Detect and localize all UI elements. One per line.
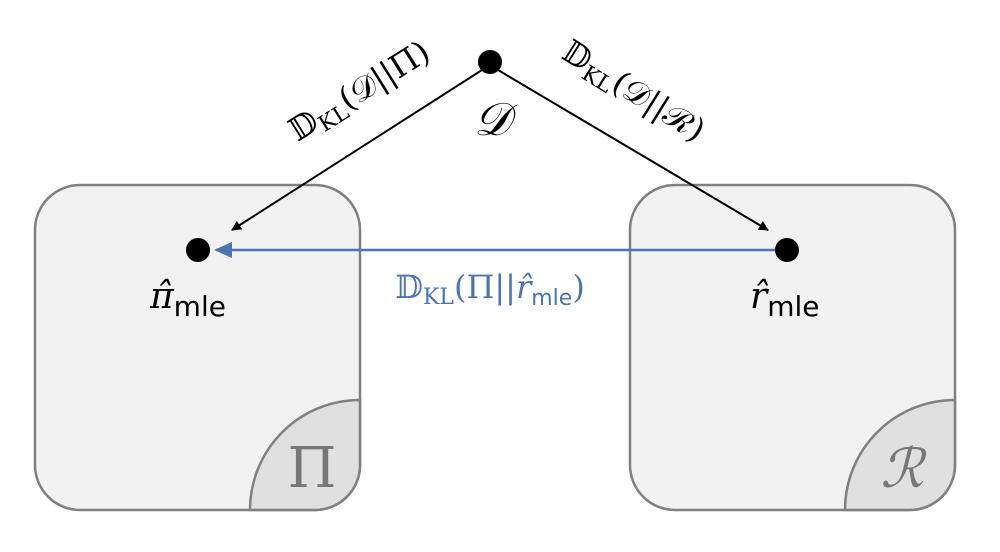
pi-mle-label: π̂mle: [149, 276, 226, 323]
arrow-data-to-r: [497, 69, 769, 231]
arrow-data-to-pi: [231, 69, 483, 231]
policy-set-box: Π: [33, 183, 362, 512]
data-label: 𝒟: [474, 92, 519, 146]
policy-set-label: Π: [288, 436, 337, 501]
r-mle-label: r̂mle: [750, 276, 820, 323]
data-point: [478, 50, 502, 74]
policy-set-corner: [248, 398, 362, 512]
kl-data-r-label: 𝔻KL(𝒟||ℛ): [553, 32, 712, 153]
reward-set-label: ℛ: [880, 437, 927, 500]
reward-set-box: ℛ: [628, 183, 957, 512]
pi-mle-point: [186, 238, 210, 262]
r-mle-point: [775, 238, 799, 262]
kl-pi-r-label: 𝔻KL(Π||r̂mle): [395, 268, 585, 311]
reward-set-corner: [843, 398, 957, 512]
kl-data-pi-label: 𝔻KL(𝒟||Π): [282, 32, 439, 152]
